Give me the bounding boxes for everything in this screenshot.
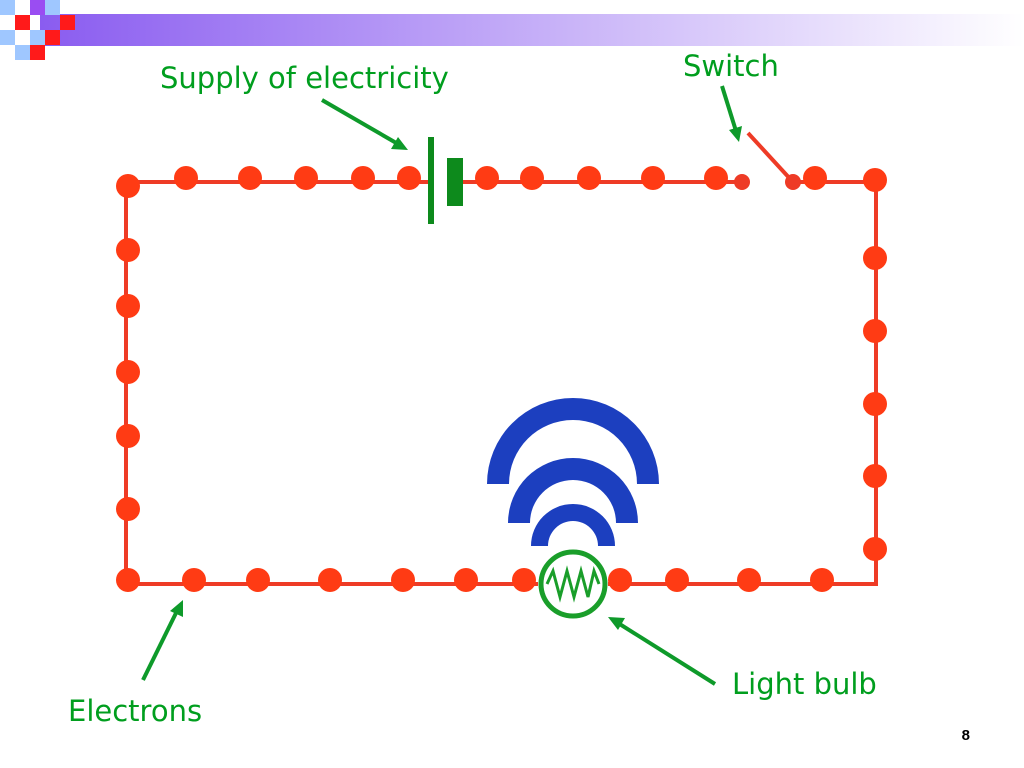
switch-lever [746,131,795,184]
electron-dot [116,174,140,198]
switch-contact-left [734,174,750,190]
electron-dot [391,568,415,592]
battery-short-plate [447,158,463,206]
electron-dot [520,166,544,190]
electron-dot [116,424,140,448]
electron-dot [803,166,827,190]
light-wave-medium [508,458,638,523]
electron-dot [475,166,499,190]
electron-dot [397,166,421,190]
electron-dot [318,568,342,592]
switch-contacts [734,174,801,190]
bulb-arrow [616,621,717,686]
electrons-label: Electrons [68,694,203,728]
supply-arrow [320,98,400,146]
electron-dot [116,238,140,262]
electron-dot [863,246,887,270]
wire-right [608,180,878,586]
electron-dot [608,568,632,592]
switch-contact-right [785,174,801,190]
electrons-arrow [141,610,179,681]
light-wave-small [531,504,615,546]
electron-dot [116,497,140,521]
electron-dot [512,568,536,592]
bulb-arrowhead [608,617,625,630]
electron-dot [116,360,140,384]
light-wave-large [487,398,659,484]
supply-label: Supply of electricity [160,61,449,95]
electron-dot [238,166,262,190]
switch-arrow [720,85,738,132]
electron-dot [174,166,198,190]
electron-dot [810,568,834,592]
switch-label: Switch [683,49,779,83]
electron-dot [863,464,887,488]
light-bulb-symbol [538,549,608,619]
electrons [116,166,887,592]
battery-symbol [428,137,463,224]
electron-dot [116,294,140,318]
electron-dot [863,319,887,343]
electron-dot [704,166,728,190]
electron-dot [116,568,140,592]
electron-dot [246,568,270,592]
electron-dot [294,166,318,190]
electron-dot [863,168,887,192]
wire-left-top [124,180,430,584]
light-bulb-filament [545,565,601,603]
supply-arrowhead [391,137,408,150]
annotation-arrows [141,85,742,686]
light-waves [487,398,659,546]
electron-dot [577,166,601,190]
circuit-wire [124,131,878,586]
electron-dot [737,568,761,592]
header-gradient-bar [40,14,1024,46]
electrons-arrowhead [170,600,183,617]
electron-dot [182,568,206,592]
electron-dot [351,166,375,190]
corner-logo [0,0,75,60]
page-number: 8 [961,727,970,744]
light-bulb-label: Light bulb [732,667,877,701]
switch-arrowhead [729,126,742,142]
electron-dot [665,568,689,592]
light-bulb-ring [538,549,608,619]
electron-dot [641,166,665,190]
electron-dot [863,537,887,561]
electron-dot [454,568,478,592]
electron-dot [863,392,887,416]
